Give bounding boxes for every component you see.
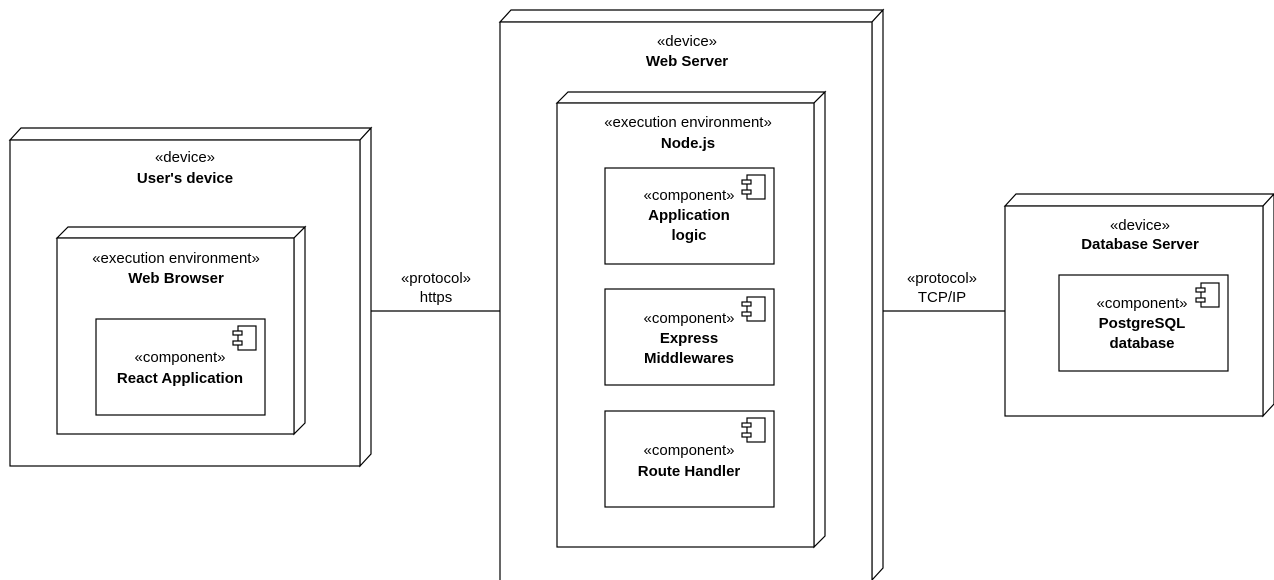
route-handler-stereotype: «component» [644, 442, 735, 459]
application-logic-component[interactable] [604, 167, 775, 265]
react-application-component[interactable] [95, 318, 266, 416]
nodejs-stereotype: «execution environment» [604, 114, 772, 131]
react-application-name: React Application [117, 370, 243, 387]
component-icon [1195, 282, 1220, 308]
component-icon [741, 174, 766, 200]
https-connection-label: https [420, 289, 453, 306]
application-logic-name-line-1: Application [648, 207, 730, 224]
express-middlewares-component[interactable] [604, 288, 775, 386]
tcpip-connection-stereotype: «protocol» [907, 270, 977, 287]
web-server-stereotype: «device» [657, 33, 717, 50]
user-device-stereotype: «device» [155, 149, 215, 166]
postgresql-name-line-1: PostgreSQL [1099, 315, 1186, 332]
react-application-stereotype: «component» [135, 349, 226, 366]
express-middlewares-name-line-1: Express [660, 330, 718, 347]
tcpip-connection-label: TCP/IP [918, 289, 966, 306]
web-server-name: Web Server [646, 53, 728, 70]
user-device-name: User's device [137, 170, 233, 187]
route-handler-component[interactable] [604, 410, 775, 508]
application-logic-stereotype: «component» [644, 187, 735, 204]
component-icon [232, 325, 257, 351]
express-middlewares-stereotype: «component» [644, 310, 735, 327]
postgresql-stereotype: «component» [1097, 295, 1188, 312]
https-connection-stereotype: «protocol» [401, 270, 471, 287]
database-server-name: Database Server [1081, 236, 1199, 253]
postgresql-database-component[interactable] [1058, 274, 1229, 372]
route-handler-name: Route Handler [638, 463, 741, 480]
web-browser-stereotype: «execution environment» [92, 250, 260, 267]
web-browser-name: Web Browser [128, 270, 224, 287]
express-middlewares-name-line-2: Middlewares [644, 350, 734, 367]
component-icon [741, 296, 766, 322]
nodejs-name: Node.js [661, 135, 715, 152]
postgresql-name-line-2: database [1109, 335, 1174, 352]
database-server-stereotype: «device» [1110, 217, 1170, 234]
component-icon [741, 417, 766, 443]
application-logic-name-line-2: logic [671, 227, 706, 244]
